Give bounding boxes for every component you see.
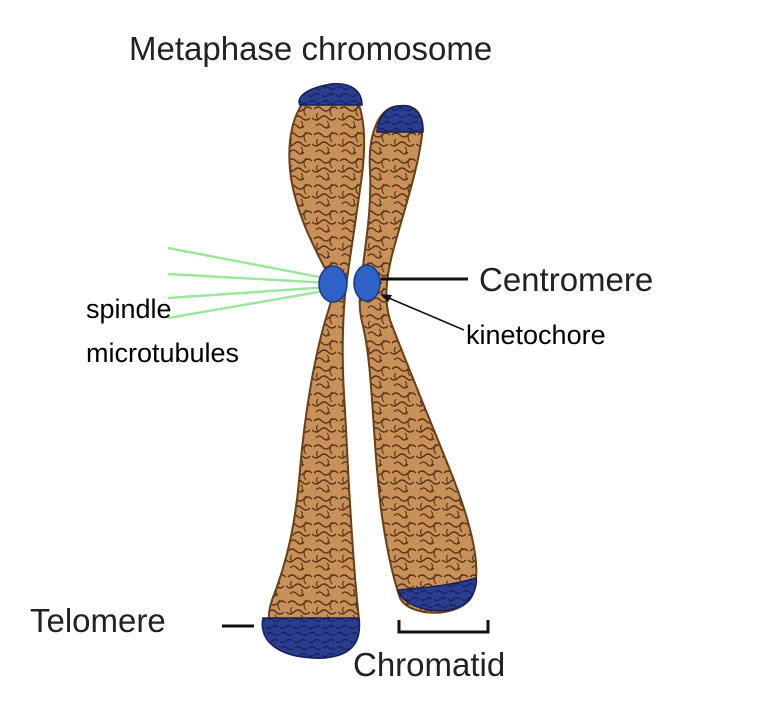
centromere-label: Centromere	[479, 261, 654, 298]
spindle-microtubules	[167, 246, 331, 320]
telomere-top-right	[376, 105, 424, 133]
right-chromatid-body	[358, 104, 478, 614]
spindle-label-line2: microtubules	[86, 338, 240, 368]
left-chromatid-body	[267, 82, 366, 660]
diagram-title: Metaphase chromosome	[129, 30, 493, 67]
telomere-bottom-right	[397, 577, 478, 612]
microtubule-line	[167, 272, 331, 285]
telomere-top-left	[298, 83, 363, 106]
microtubule-line	[167, 246, 331, 281]
chromatid-bracket	[397, 620, 490, 634]
kinetochore-right	[353, 264, 381, 302]
kinetochore-left	[318, 265, 348, 303]
telomere-bottom-left	[261, 617, 361, 659]
chromatid-label: Chromatid	[353, 646, 506, 683]
microtubule-line	[167, 285, 331, 300]
telomere-label: Telomere	[30, 602, 166, 639]
kinetochore-arrow	[380, 294, 465, 331]
left-chromatid	[261, 82, 366, 660]
microtubule-line	[167, 288, 331, 320]
spindle-label-line1: spindle	[86, 294, 172, 324]
right-chromatid	[358, 104, 478, 614]
kinetochore-label: kinetochore	[466, 320, 606, 350]
